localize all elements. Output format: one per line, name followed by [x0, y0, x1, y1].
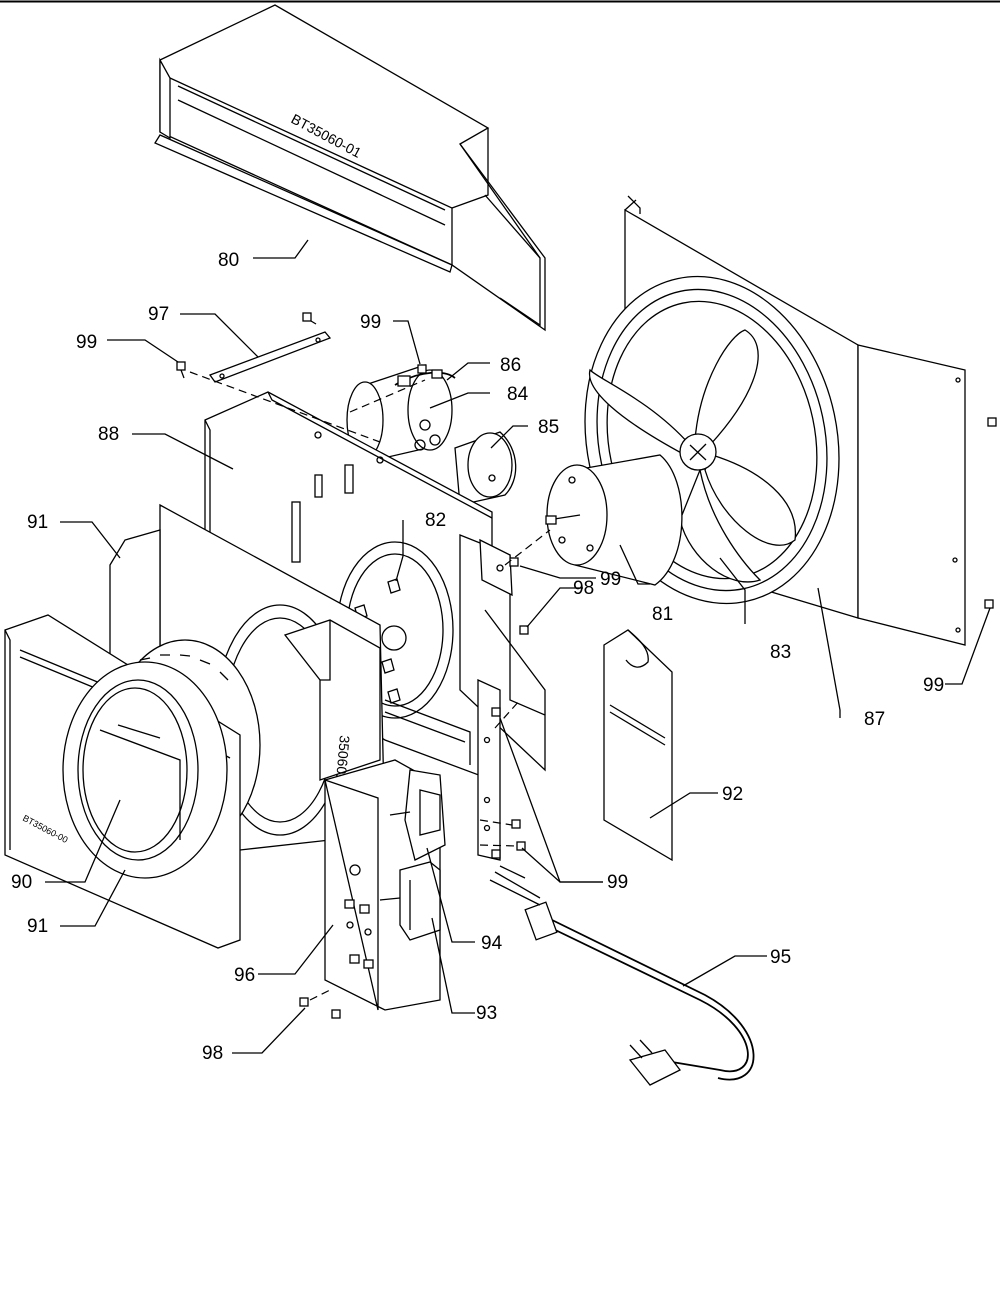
- screw: [516, 841, 526, 851]
- callout-96: 96: [234, 965, 255, 986]
- callout-82: 82: [425, 510, 446, 531]
- thermostat-part-93: [379, 861, 441, 941]
- callout-85: 85: [538, 417, 559, 438]
- callout-81: 81: [652, 604, 673, 625]
- screw: [491, 849, 501, 859]
- bracket-strip-part-97: [208, 331, 332, 383]
- screw: [176, 361, 186, 379]
- callout-88: 88: [98, 424, 119, 445]
- fan-motor-part-81: [545, 454, 683, 586]
- callout-92: 92: [722, 784, 743, 805]
- duct-part-80: BT35060-01: [154, 4, 546, 332]
- callout-99: 99: [600, 569, 621, 590]
- callout-83: 83: [770, 642, 791, 663]
- screws: [176, 312, 997, 1019]
- screw: [417, 364, 427, 374]
- callout-98: 98: [202, 1043, 223, 1064]
- callout-98: 98: [573, 578, 594, 599]
- fan-blade-part-83: [588, 329, 796, 583]
- callout-90: 90: [11, 872, 32, 893]
- callout-labels: 80 97 99 99 86 84 88 85 91 82 99 81 98 8…: [11, 250, 944, 1064]
- front-panel-part-91: BT35060-00: [4, 614, 241, 949]
- screw: [987, 417, 997, 427]
- power-cord-part-95: [489, 865, 755, 1086]
- screw: [331, 1009, 341, 1019]
- callout-86: 86: [500, 355, 521, 376]
- callout-80: 80: [218, 250, 239, 271]
- callout-99: 99: [607, 872, 628, 893]
- screw: [299, 997, 309, 1007]
- callout-99: 99: [360, 312, 381, 333]
- callout-95: 95: [770, 947, 791, 968]
- alignment-lines: [189, 371, 551, 1001]
- switch-part-94: [389, 769, 446, 861]
- callout-84: 84: [507, 384, 529, 405]
- callout-99: 99: [76, 332, 97, 353]
- callout-87: 87: [864, 709, 885, 730]
- screw: [491, 707, 501, 717]
- cover-plate-part-92: [603, 629, 673, 862]
- screw: [509, 557, 519, 567]
- screw: [302, 312, 317, 325]
- screw: [519, 625, 529, 635]
- capacitor-boot-part-85: [454, 431, 517, 506]
- callout-91: 91: [27, 916, 48, 937]
- callout-93: 93: [476, 1003, 497, 1024]
- callout-99: 99: [923, 675, 944, 696]
- leader-lines: [45, 239, 991, 1054]
- callout-91: 91: [27, 512, 48, 533]
- side-bracket-part-98: [459, 534, 546, 861]
- callout-97: 97: [148, 304, 169, 325]
- screw: [511, 819, 521, 829]
- screw: [984, 599, 994, 609]
- callout-94: 94: [481, 933, 503, 954]
